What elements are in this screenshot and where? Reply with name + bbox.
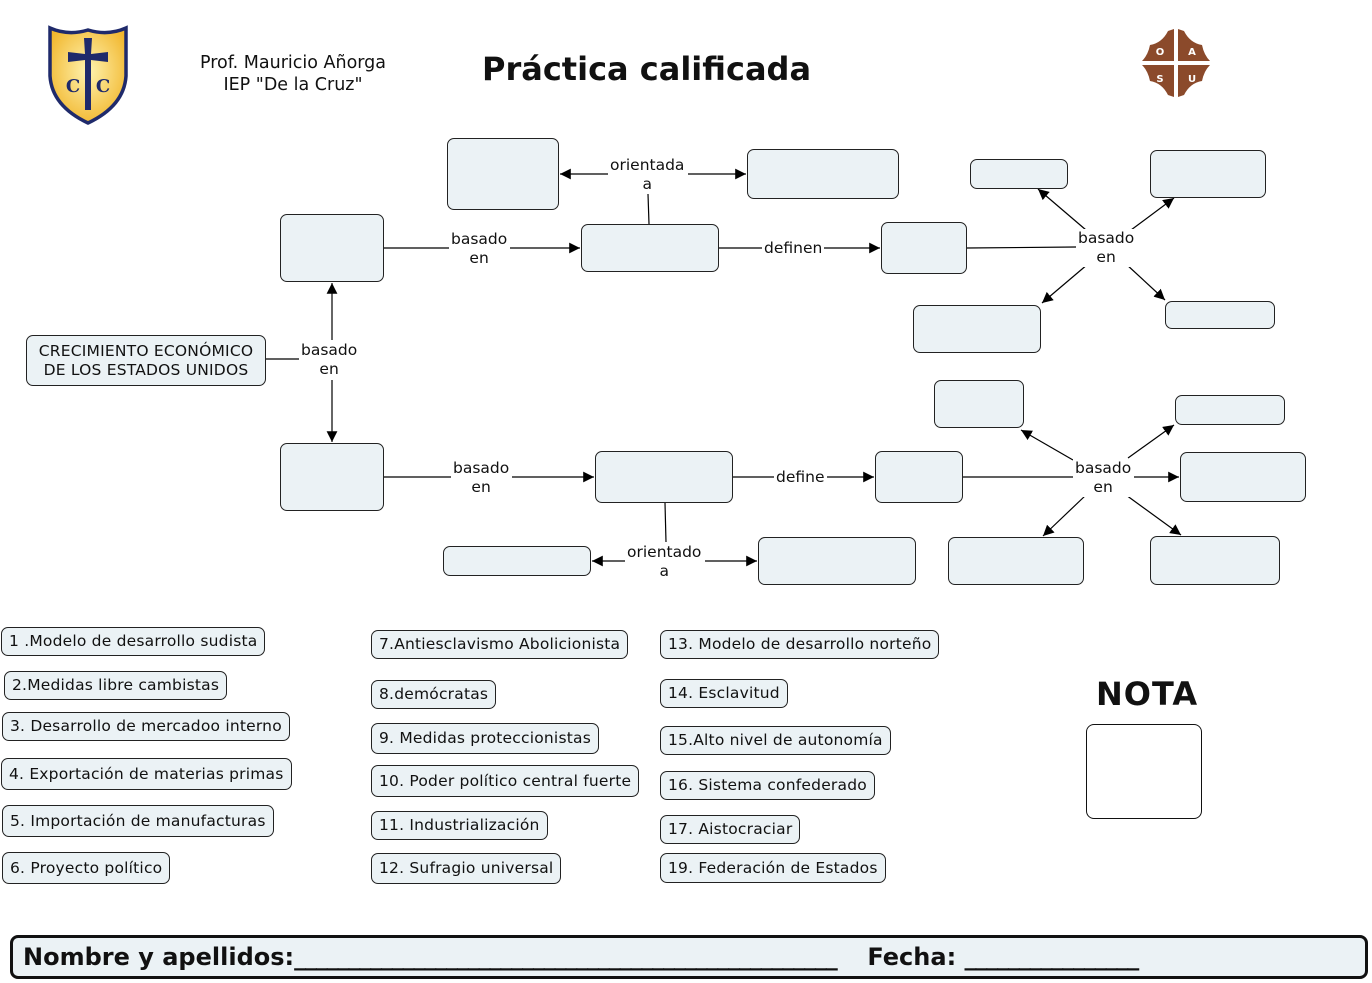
link-text: define xyxy=(776,468,825,486)
word-bank-item[interactable]: 7.Antiesclavismo Abolicionista xyxy=(371,630,629,659)
school-name: IEP "De la Cruz" xyxy=(223,75,363,95)
date-field[interactable]: ________________ xyxy=(964,943,1140,971)
link-label-bottom-right-basado: basado en xyxy=(1073,459,1134,497)
answer-box-bottom-branch-5[interactable] xyxy=(1150,536,1280,585)
link-text-line2: a xyxy=(642,175,652,193)
link-label-top-right-basado: basado en xyxy=(1076,229,1137,267)
oasu-logo: O A S U xyxy=(1140,27,1212,99)
answer-box-bottom-center[interactable] xyxy=(595,451,733,503)
word-bank-item[interactable]: 11. Industrialización xyxy=(371,811,548,840)
link-label-top-definen: definen xyxy=(762,239,825,258)
link-label-bottom-basado: basado en xyxy=(451,459,512,497)
word-bank-item[interactable]: 2.Medidas libre cambistas xyxy=(4,671,228,700)
link-text-line2: en xyxy=(1096,248,1116,266)
answer-box-top-left[interactable] xyxy=(280,214,384,282)
link-label-top-basado: basado en xyxy=(449,230,510,268)
link-text-line1: orientada xyxy=(610,156,685,174)
answer-box-top-orient-right[interactable] xyxy=(747,149,899,199)
answer-box-top-branch-2[interactable] xyxy=(1150,150,1266,198)
svg-text:C: C xyxy=(96,76,110,97)
cross-oasu-icon: O A S U xyxy=(1142,29,1210,97)
word-bank-item[interactable]: 19. Federación de Estados xyxy=(660,853,886,883)
header-info: Prof. Mauricio Añorga IEP "De la Cruz" xyxy=(180,52,406,96)
link-text-line2: en xyxy=(471,478,491,496)
link-text-line1: basado xyxy=(301,341,358,359)
link-text-line2: en xyxy=(1093,478,1113,496)
connector-bottom-5 xyxy=(664,502,667,543)
connector-bottom-13 xyxy=(1125,494,1182,536)
answer-box-top-orient-left[interactable] xyxy=(447,138,559,210)
answer-box-top-defined[interactable] xyxy=(881,222,967,274)
answer-box-bottom-orient-right[interactable] xyxy=(758,537,916,585)
answer-box-top-center[interactable] xyxy=(581,224,719,272)
link-text-line1: basado xyxy=(1078,229,1135,247)
answer-box-top-branch-3[interactable] xyxy=(913,305,1041,353)
connector-top-10 xyxy=(1130,197,1175,231)
link-text-line1: basado xyxy=(451,230,508,248)
link-label-bottom-orientado: orientado a xyxy=(625,543,704,581)
grade-box[interactable] xyxy=(1086,724,1202,819)
link-label-top-orientada: orientada a xyxy=(608,156,687,194)
answer-box-bottom-branch-1[interactable] xyxy=(934,380,1024,428)
student-info-bar: Nombre y apellidos:_____________________… xyxy=(10,935,1368,979)
word-bank-item[interactable]: 6. Proyecto político xyxy=(2,852,171,884)
word-bank-item[interactable]: 1 .Modelo de desarrollo sudista xyxy=(1,627,266,656)
word-bank-item[interactable]: 8.demócratas xyxy=(371,680,497,709)
link-text-line1: basado xyxy=(1075,459,1132,477)
word-bank-item[interactable]: 10. Poder político central fuerte xyxy=(371,765,640,797)
word-bank-item[interactable]: 16. Sistema confederado xyxy=(660,771,875,800)
connector-top-3 xyxy=(647,193,650,225)
connector-top-9 xyxy=(1037,188,1087,231)
word-bank-item[interactable]: 3. Desarrollo de mercadoo interno xyxy=(2,712,290,741)
connector-bottom-10 xyxy=(1127,424,1175,459)
link-text-line1: orientado xyxy=(627,543,702,561)
school-shield-logo: C C xyxy=(46,24,130,126)
logo-letter-u: U xyxy=(1188,74,1196,85)
link-text-line2: en xyxy=(319,360,339,378)
root-concept-label: CRECIMIENTO ECONÓMICO DE LOS ESTADOS UNI… xyxy=(38,342,254,379)
svg-text:C: C xyxy=(66,76,80,97)
link-text-line2: a xyxy=(659,562,669,580)
word-bank-item[interactable]: 5. Importación de manufacturas xyxy=(2,805,274,837)
answer-box-bottom-branch-3[interactable] xyxy=(1180,452,1306,502)
logo-letter-o: O xyxy=(1156,47,1165,58)
link-text-line2: en xyxy=(469,249,489,267)
date-label: Fecha: xyxy=(867,943,957,971)
word-bank-item[interactable]: 13. Modelo de desarrollo norteño xyxy=(660,630,940,659)
name-label: Nombre y apellidos: xyxy=(23,943,295,971)
link-label-root: basado en xyxy=(299,341,360,379)
word-bank-item[interactable]: 14. Esclavitud xyxy=(660,679,788,708)
teacher-name: Prof. Mauricio Añorga xyxy=(200,53,386,73)
name-field[interactable]: ________________________________________… xyxy=(294,943,838,971)
answer-box-bottom-defined[interactable] xyxy=(875,451,963,503)
root-concept: CRECIMIENTO ECONÓMICO DE LOS ESTADOS UNI… xyxy=(26,335,266,386)
link-text-line1: basado xyxy=(453,459,510,477)
connector-top-12 xyxy=(1125,263,1166,301)
connector-top-11 xyxy=(1041,263,1089,304)
answer-box-bottom-branch-4[interactable] xyxy=(948,537,1084,585)
grade-title: NOTA xyxy=(1096,675,1199,713)
word-bank-item[interactable]: 9. Medidas proteccionistas xyxy=(371,723,599,754)
shield-cross-cc-icon: C C xyxy=(48,25,128,125)
logo-letter-a: A xyxy=(1188,47,1196,58)
page-title: Práctica calificada xyxy=(482,50,812,88)
logo-letter-s: S xyxy=(1156,74,1163,85)
word-bank-item[interactable]: 15.Alto nivel de autonomía xyxy=(660,726,891,755)
connector-top-8 xyxy=(966,246,1077,249)
answer-box-bottom-left[interactable] xyxy=(280,443,384,511)
link-text: definen xyxy=(764,239,823,257)
answer-box-top-branch-4[interactable] xyxy=(1165,301,1275,329)
connector-bottom-12 xyxy=(1042,494,1087,537)
word-bank-item[interactable]: 4. Exportación de materias primas xyxy=(1,758,292,790)
connector-bottom-9 xyxy=(1020,429,1074,461)
link-label-bottom-define: define xyxy=(774,468,827,487)
answer-box-bottom-orient-left[interactable] xyxy=(443,546,591,576)
answer-box-bottom-branch-2[interactable] xyxy=(1175,395,1285,425)
word-bank-item[interactable]: 12. Sufragio universal xyxy=(371,853,562,884)
answer-box-top-branch-1[interactable] xyxy=(970,159,1068,189)
word-bank-item[interactable]: 17. Aistocraciar xyxy=(660,815,801,844)
